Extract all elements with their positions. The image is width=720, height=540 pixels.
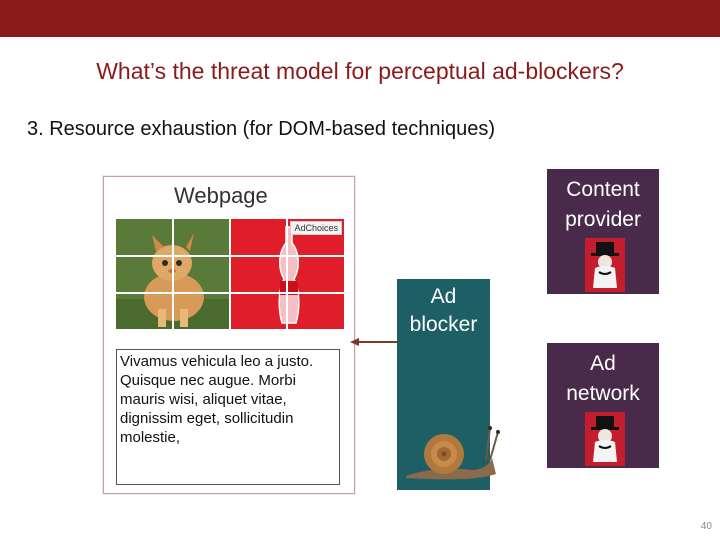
villain-icon: [585, 412, 625, 466]
ad-network-label: Ad network: [566, 352, 640, 405]
content-provider-label: Content provider: [565, 178, 641, 231]
adchoices-badge[interactable]: AdChoices: [290, 221, 342, 235]
webpage-label: Webpage: [174, 183, 268, 208]
villain-icon: [585, 238, 625, 292]
webpage-text-box: Vivamus vehicula leo a justo. Quisque ne…: [116, 349, 340, 485]
soda-bottle-icon: [278, 226, 300, 324]
ad-blocker-label: Ad blocker: [409, 285, 478, 336]
slide-subtitle: 3. Resource exhaustion (for DOM-based te…: [27, 118, 496, 140]
snail-icon: [406, 426, 500, 480]
left-arrow-icon: [350, 338, 398, 346]
top-bar: [0, 0, 720, 37]
grid-line: [172, 219, 174, 329]
grid-line: [286, 219, 288, 329]
content-provider-box: Content provider: [547, 169, 659, 294]
webpage-body-text: Vivamus vehicula leo a justo. Quisque ne…: [120, 353, 314, 446]
slide-title: What’s the threat model for perceptual a…: [96, 58, 624, 84]
page-number: 40: [700, 521, 712, 532]
webpage-box: Webpage AdChoices Vivamus v: [103, 176, 355, 494]
grid-line: [229, 219, 231, 329]
ad-network-box: Ad network: [547, 343, 659, 468]
webpage-image-area: AdChoices: [116, 219, 344, 329]
